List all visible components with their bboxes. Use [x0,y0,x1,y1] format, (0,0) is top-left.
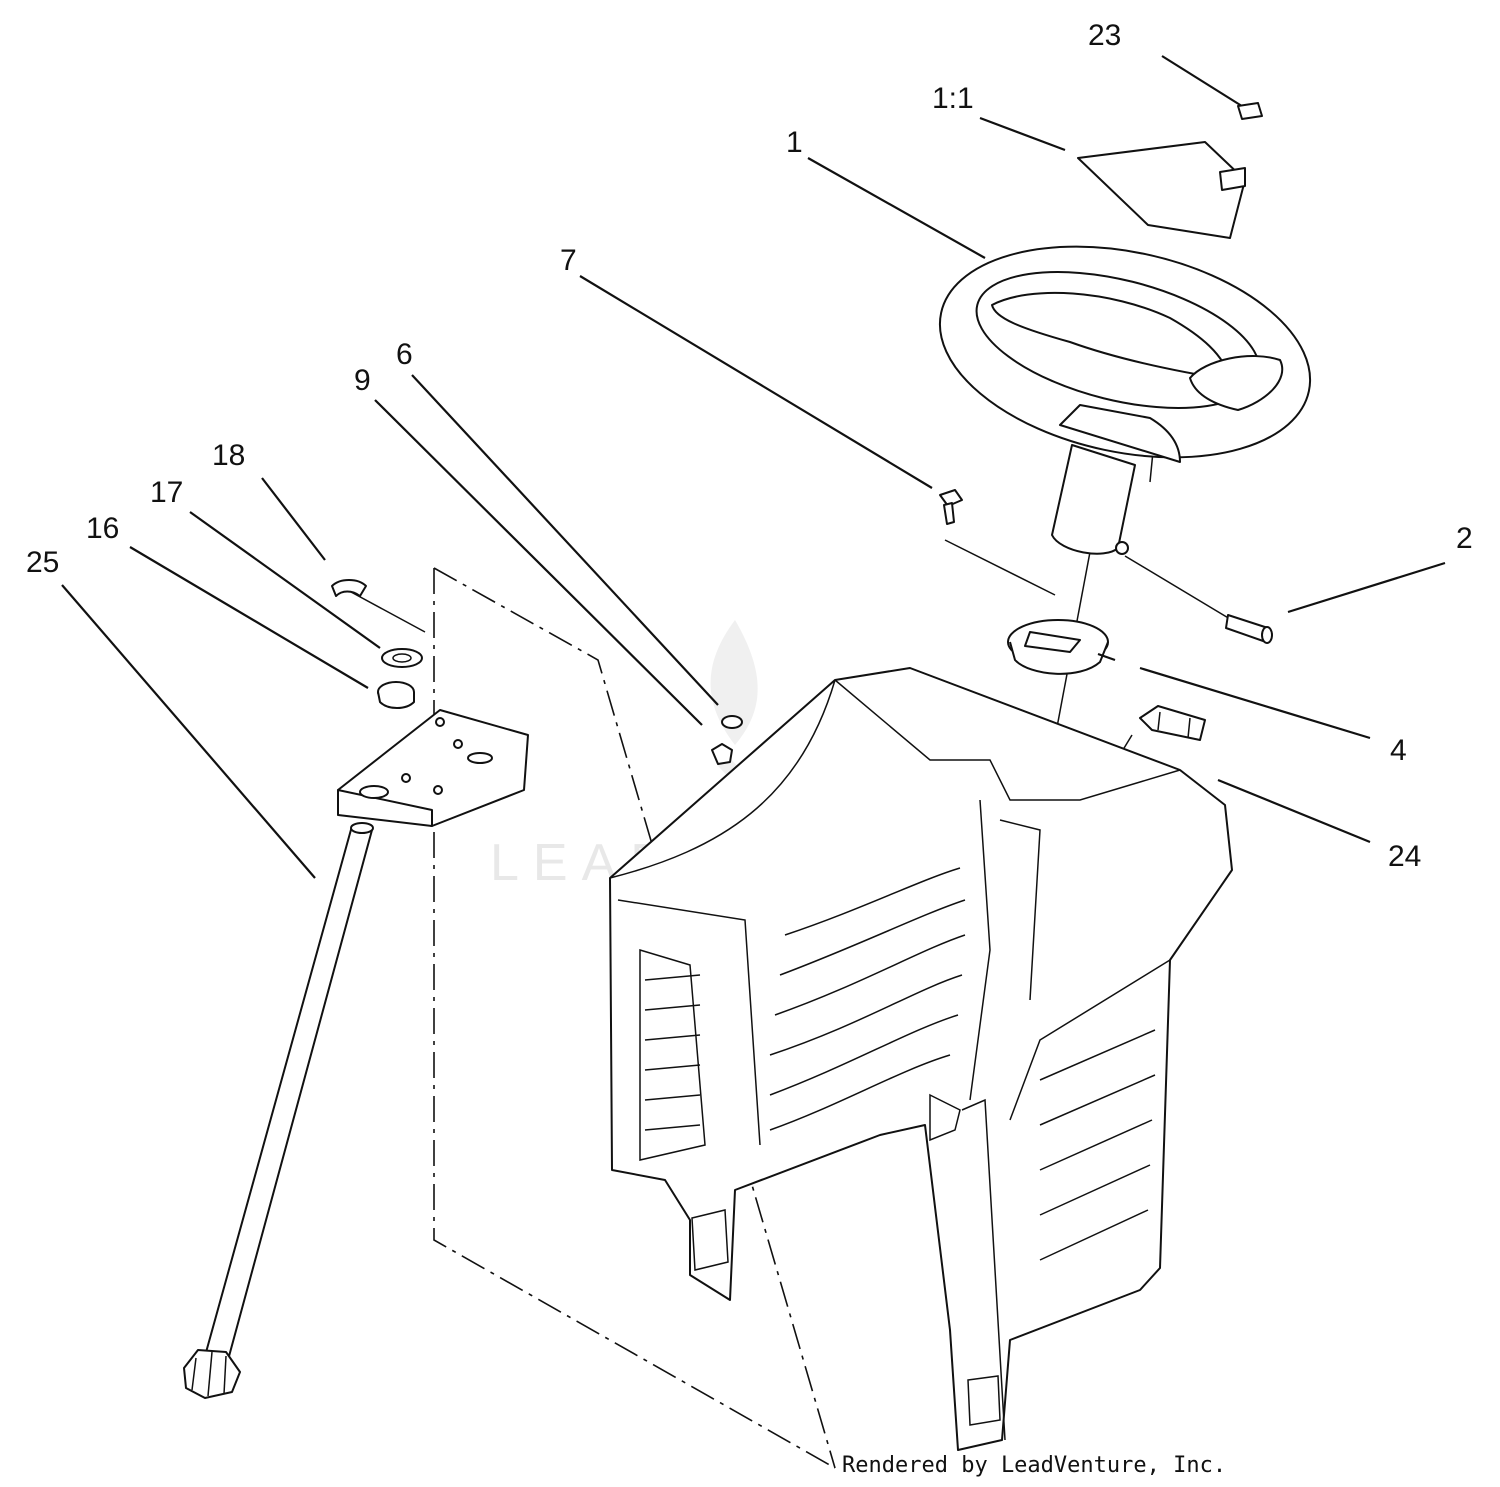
callout-7: 7 [560,244,577,277]
steering-shaft [183,822,374,1399]
callout-18: 18 [212,439,245,472]
clip [1139,705,1206,741]
callout-4: 4 [1390,734,1407,767]
screw [939,489,963,525]
callout-24: 24 [1388,840,1421,873]
callout-23: 23 [1088,19,1121,52]
leader-lines [61,55,1446,879]
callout-16: 16 [86,512,119,545]
vent-slots-left [769,867,966,1131]
louver-grille [644,974,701,1131]
dash-panel [609,667,1233,1451]
callout-6: 6 [396,338,413,371]
roll-pin [1225,614,1273,644]
steering-wheel [938,245,1312,555]
vent-slots-right [1039,1029,1156,1261]
washer-stack [331,579,423,709]
mounting-bracket [337,709,529,827]
callout-labels: 23 1:1 1 7 6 9 18 17 16 25 2 4 24 [26,19,1473,873]
callout-17: 17 [150,476,183,509]
callout-1-1: 1:1 [932,82,974,115]
callout-2: 2 [1456,522,1473,555]
callout-9: 9 [354,364,371,397]
wheel-cap [1077,102,1263,239]
render-credit: Rendered by LeadVenture, Inc. [842,1453,1226,1478]
steering-adapter [1007,619,1116,675]
washer-and-nut [711,715,743,765]
callout-25: 25 [26,546,59,579]
callout-1: 1 [786,126,803,159]
